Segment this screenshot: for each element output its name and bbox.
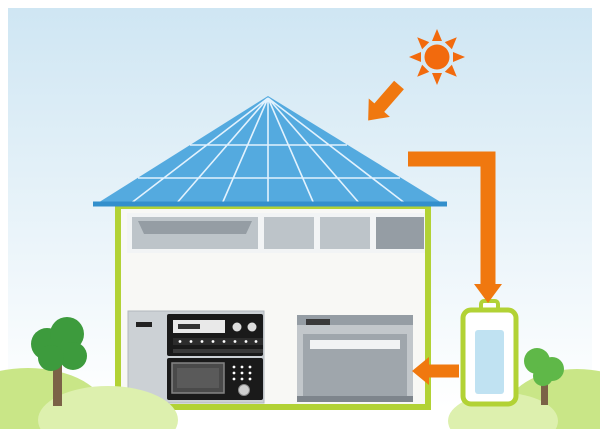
house [115,203,431,410]
display-readout [178,324,200,329]
right-tree-foliage [524,348,564,386]
sun-rays [409,29,465,85]
energy-flow-arrows [368,80,502,385]
stove-knob-2 [247,322,257,332]
microwave-knob [238,384,250,396]
battery-to-appliance-arrow [412,357,459,385]
solar-panel-grid [129,97,407,205]
microwave-buttons [232,365,252,381]
window-pane-3 [320,217,370,249]
storage-battery [460,299,519,407]
sun-icon [409,29,465,85]
microwave-oven [167,358,263,400]
window-pane-4 [376,217,424,249]
cabinet-handle [136,322,152,327]
dishwasher [297,315,413,402]
right-tree [524,348,564,405]
left-tree [31,317,87,406]
roof-to-battery-arrow [408,151,502,303]
stove-knob-1 [232,322,242,332]
solar-panel-roof [93,96,447,207]
battery-cell [475,330,504,394]
bushes [0,368,600,429]
sunlight-arrow [368,80,404,121]
dishwasher-control [306,319,330,325]
second-floor-windows [127,213,425,253]
kitchen-appliance-left [127,310,265,404]
right-tree-trunk [541,372,548,405]
dishwasher-top [297,315,413,325]
dishwasher-base [297,396,413,402]
left-bush-light [38,386,178,429]
window-pane-2 [264,217,314,249]
left-tree-trunk [53,356,62,406]
stove-buttons [173,338,263,353]
left-tree-foliage [31,317,87,371]
microwave-window-inner [177,368,219,388]
dishwasher-handle [310,340,400,349]
sun-core [424,44,450,70]
stove-control-unit [167,314,263,356]
range-hood [138,221,252,234]
